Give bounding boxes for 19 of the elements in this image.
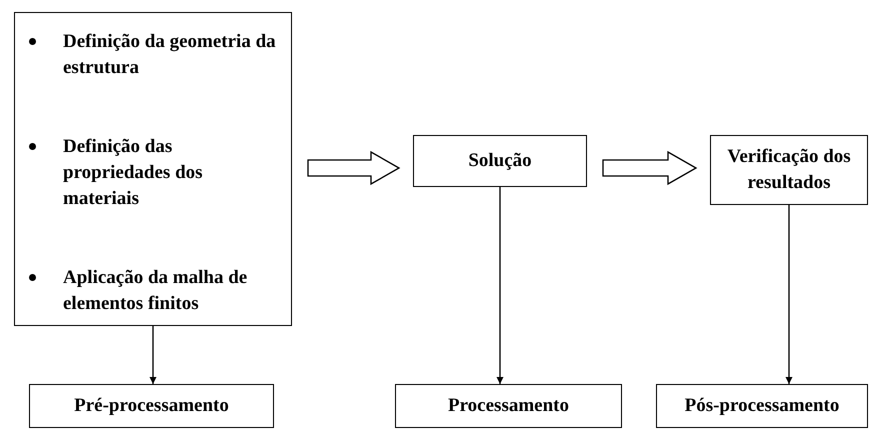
- box-label: Pré-processamento: [74, 394, 229, 418]
- arrow: [150, 326, 156, 384]
- bullet-text: Definição das propriedades dos materiais: [63, 135, 204, 211]
- block-arrow: [307, 150, 400, 186]
- process-box: [413, 135, 587, 187]
- process-box: [710, 135, 868, 205]
- process-box: [395, 384, 622, 428]
- process-box: [656, 384, 868, 428]
- bullet-text: Aplicação da malha de elementos finitos: [63, 266, 248, 316]
- box-label: Pós-processamento: [684, 394, 840, 418]
- box-label: Solução: [468, 149, 532, 173]
- arrow: [786, 205, 792, 384]
- box-label: Verificação dos resultados: [726, 145, 852, 195]
- process-box: [29, 384, 274, 428]
- block-arrow: [602, 150, 698, 186]
- arrow: [496, 187, 504, 384]
- process-box: [14, 12, 292, 326]
- box-label: Processamento: [448, 394, 569, 418]
- bullet-text: Definição da geometria da estrutura: [63, 30, 277, 80]
